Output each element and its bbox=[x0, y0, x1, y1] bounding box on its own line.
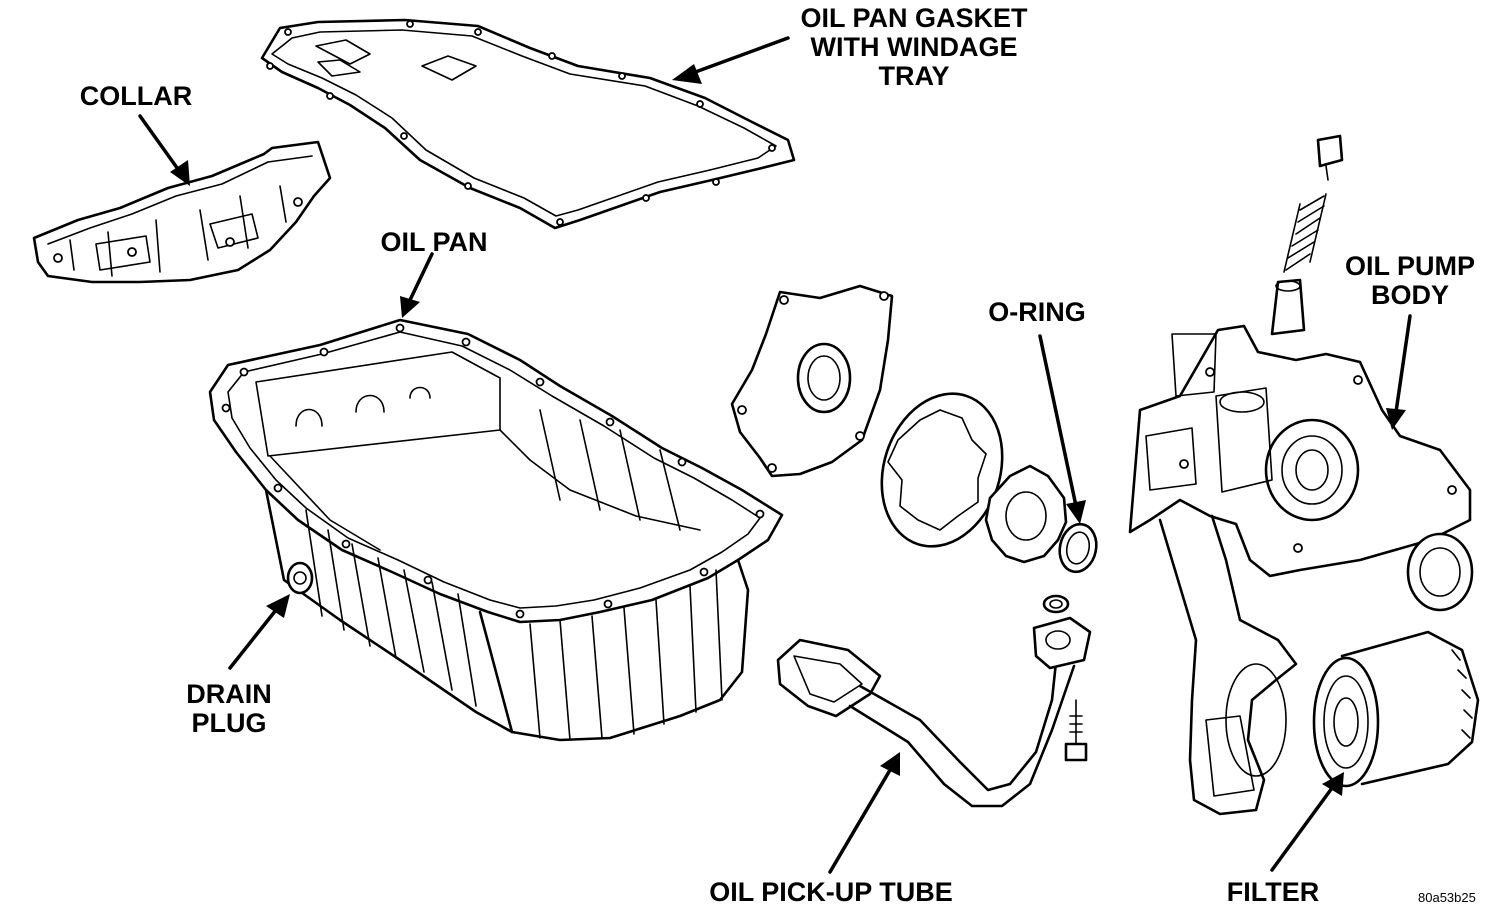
figure-code: 80a53b25 bbox=[1418, 890, 1476, 905]
label-drain-line-1: DRAIN bbox=[186, 679, 272, 709]
label-gasket-line-2: WITH WINDAGE bbox=[810, 32, 1018, 62]
leader-arrows bbox=[138, 36, 1412, 874]
label-collar: COLLAR bbox=[79, 81, 193, 111]
pick-up-leader bbox=[828, 768, 892, 874]
label-gasket-line-1: OIL PAN GASKET bbox=[800, 3, 1028, 33]
oil-pan-leader bbox=[408, 252, 434, 302]
label-pump-line-1: OIL PUMP bbox=[1344, 251, 1476, 281]
pick-up-arrowhead bbox=[880, 752, 900, 776]
o-ring-arrowhead bbox=[1066, 500, 1086, 524]
pump-body-arrowhead bbox=[1386, 408, 1406, 430]
filter-arrowhead bbox=[1322, 772, 1344, 796]
outer-rotor bbox=[880, 392, 1004, 548]
gasket-leader bbox=[688, 36, 790, 76]
label-gasket-line-3: TRAY bbox=[878, 61, 950, 91]
filter-leader bbox=[1270, 786, 1334, 872]
oil-pick-up-tube bbox=[776, 594, 1092, 808]
label-drain-plug: DRAIN PLUG bbox=[170, 680, 288, 738]
oil-pump-body bbox=[1128, 324, 1474, 816]
o-ring bbox=[1058, 522, 1098, 574]
oil-pan-gasket-windage-tray bbox=[260, 18, 796, 230]
label-filter: FILTER bbox=[1226, 877, 1320, 907]
collar-leader bbox=[138, 114, 182, 174]
oil-filter bbox=[1312, 630, 1480, 788]
o-ring-leader bbox=[1038, 334, 1078, 508]
label-drain-line-2: PLUG bbox=[191, 708, 267, 738]
label-oil-pump-body: OIL PUMP BODY bbox=[1334, 252, 1486, 310]
label-o-ring: O-RING bbox=[988, 297, 1086, 327]
label-pump-line-2: BODY bbox=[1370, 280, 1449, 310]
oil-pan bbox=[208, 318, 784, 742]
collar bbox=[32, 140, 332, 284]
label-oil-pan-gasket: OIL PAN GASKET WITH WINDAGE TRAY bbox=[782, 4, 1046, 91]
label-oil-pick-up-tube: OIL PICK-UP TUBE bbox=[709, 877, 953, 907]
relief-valve-assembly bbox=[1270, 134, 1344, 336]
collar-arrowhead bbox=[170, 160, 190, 186]
oil-pump-cover-plate bbox=[730, 284, 894, 478]
inner-rotor bbox=[984, 464, 1068, 564]
label-oil-pan: OIL PAN bbox=[380, 227, 488, 257]
gasket-arrowhead bbox=[672, 64, 702, 84]
drain-plug-arrowhead bbox=[266, 594, 290, 618]
oil-pan-arrowhead bbox=[400, 296, 420, 318]
drain-plug-leader bbox=[228, 608, 278, 670]
pump-body-leader bbox=[1394, 314, 1412, 414]
